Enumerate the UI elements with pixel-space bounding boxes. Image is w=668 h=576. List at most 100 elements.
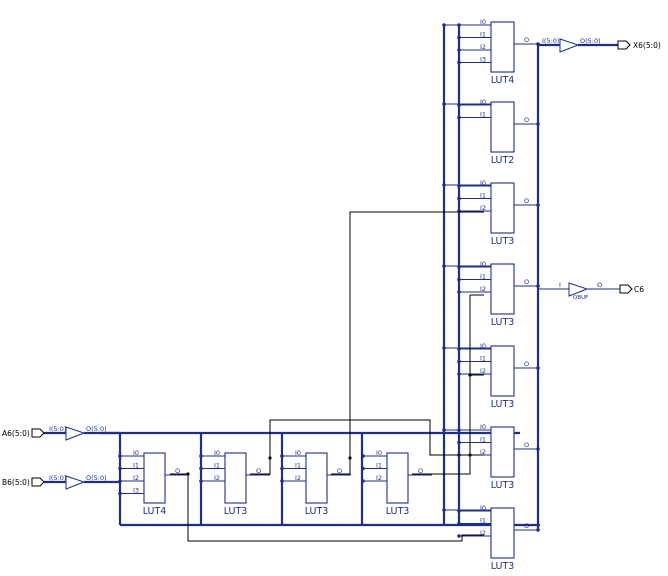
- pin-label-i0: I0: [480, 260, 486, 268]
- pin-label-i1: I1: [480, 517, 486, 525]
- junction-dot: [361, 479, 365, 483]
- junction-dot: [280, 454, 284, 458]
- x-buf-in-label: I(5:0): [542, 37, 559, 45]
- output-junction: [536, 366, 540, 370]
- pin-label-o: O: [175, 467, 180, 475]
- lut-body[interactable]: [490, 345, 515, 397]
- junction-dot: [442, 508, 446, 512]
- lut-body[interactable]: [305, 452, 328, 504]
- junction-dot: [457, 521, 461, 526]
- lut-label: LUT3: [491, 236, 515, 247]
- pin-label-i0: I0: [376, 449, 382, 457]
- junction-dot: [457, 440, 461, 445]
- pin-label-o: O: [524, 36, 529, 44]
- pin-label-i1: I1: [480, 192, 486, 200]
- pin-label-o: O: [524, 441, 529, 449]
- junction-dot: [199, 479, 203, 483]
- lut-body[interactable]: [490, 101, 515, 153]
- pin-label-o: O: [337, 467, 342, 475]
- pin-label-i0: I0: [480, 18, 486, 26]
- port-c6: C6: [634, 285, 644, 294]
- lut-body[interactable]: [490, 507, 515, 559]
- carry-net-4: [412, 374, 484, 475]
- c6-obuf: [568, 282, 589, 297]
- lut-body[interactable]: [386, 452, 409, 504]
- pin-label-i3: I3: [480, 56, 486, 64]
- lut-body[interactable]: [224, 452, 247, 504]
- junction-dot: [280, 466, 284, 471]
- junction-dot: [442, 183, 446, 187]
- pin-label-i2: I2: [295, 474, 301, 482]
- lut-body[interactable]: [143, 452, 166, 504]
- c6-port-icon: [619, 284, 633, 294]
- pin-label-i1: I1: [480, 355, 486, 363]
- junction-dot: [457, 290, 461, 294]
- output-junction: [536, 528, 540, 532]
- b6-port-icon: [31, 477, 45, 487]
- junction-dot: [442, 23, 446, 27]
- pin-label-o: O: [256, 467, 261, 475]
- x-buf-out-label: O(5:0): [580, 37, 601, 45]
- junction-dot: [361, 454, 365, 458]
- junction-dot: [361, 466, 365, 471]
- b6-ibuf: [65, 475, 86, 490]
- pin-label-i2: I2: [133, 474, 139, 482]
- lut-body[interactable]: [490, 21, 515, 73]
- junction-dot: [442, 102, 446, 106]
- pin-label-i0: I0: [480, 98, 486, 106]
- pin-label-i2: I2: [480, 204, 486, 212]
- pin-label-i2: I2: [214, 474, 220, 482]
- pin-label-i2: I2: [376, 474, 382, 482]
- lut-body[interactable]: [490, 263, 515, 315]
- b-buf-in-label: I(5:0): [49, 474, 66, 482]
- lut-label: LUT3: [491, 480, 515, 491]
- lut-body[interactable]: [490, 182, 515, 234]
- junction-dot: [118, 454, 122, 458]
- pin-label-i1: I1: [480, 436, 486, 444]
- pin-label-i1: I1: [214, 462, 220, 470]
- pin-label-i0: I0: [295, 449, 301, 457]
- pin-label-i1: I1: [480, 31, 486, 39]
- b-buf-out-label: O(5:0): [86, 474, 107, 482]
- junction-dot: [442, 264, 446, 268]
- a-buf-out-label: O(5:0): [86, 425, 107, 433]
- lut-label: LUT3: [386, 506, 410, 517]
- pin-label-i2: I2: [480, 43, 486, 51]
- port-b6: B6(5:0): [2, 478, 30, 487]
- lut-body[interactable]: [490, 426, 515, 478]
- a6-ibuf: [65, 426, 86, 441]
- junction-dot: [199, 466, 203, 471]
- junction-dot: [280, 479, 284, 483]
- output-junction: [536, 42, 540, 46]
- pin-label-i0: I0: [480, 504, 486, 512]
- pin-label-i3: I3: [133, 487, 139, 495]
- junction-dot: [457, 115, 461, 120]
- lut-label: LUT4: [143, 506, 167, 517]
- pin-label-i0: I0: [214, 449, 220, 457]
- pin-label-i1: I1: [480, 111, 486, 119]
- lut-label: LUT3: [491, 399, 515, 410]
- junction-dot: [457, 60, 461, 65]
- pin-label-o: O: [524, 522, 529, 530]
- pin-label-i2: I2: [480, 285, 486, 293]
- carry-net-3: [331, 211, 484, 475]
- output-junction: [536, 447, 540, 451]
- junction-dot: [457, 35, 461, 40]
- c-buf-in-label: I: [559, 281, 561, 289]
- lut-label: LUT2: [491, 155, 515, 166]
- c-buf-type-label: OBUF: [573, 295, 588, 301]
- output-junction: [536, 284, 540, 288]
- pin-label-i1: I1: [376, 462, 382, 470]
